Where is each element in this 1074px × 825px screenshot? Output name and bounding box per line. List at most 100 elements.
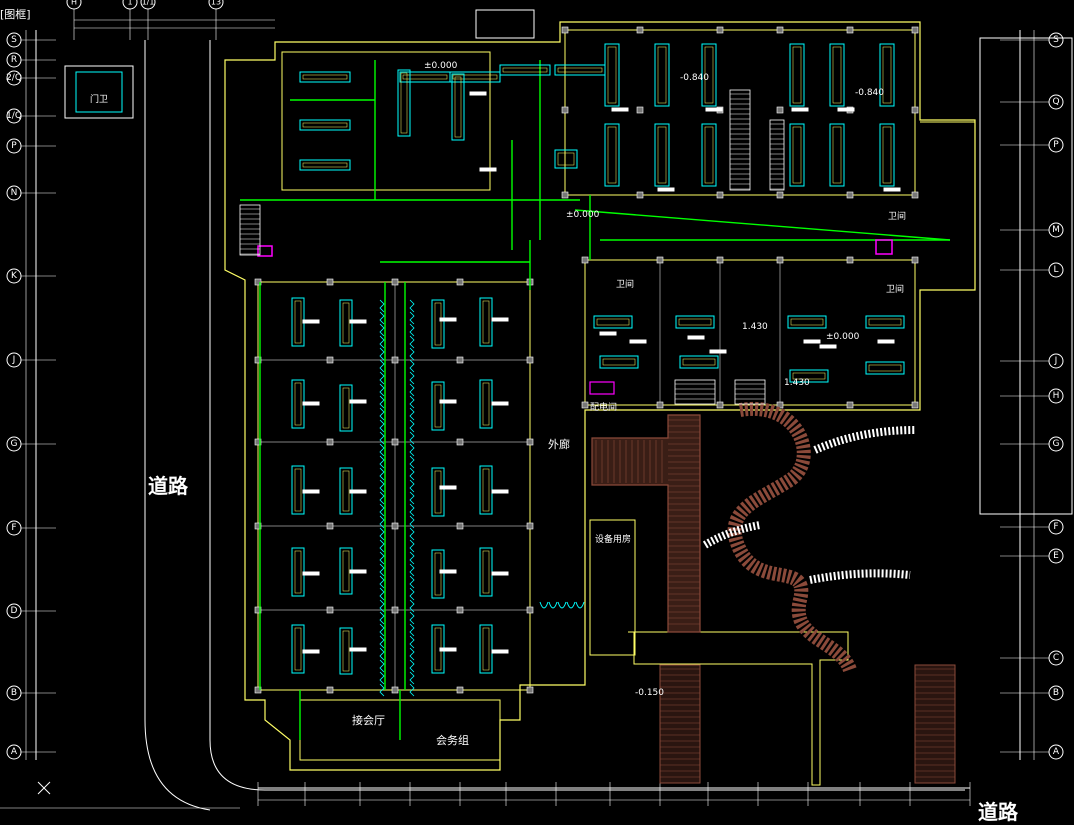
structural-column xyxy=(716,256,724,264)
fan-coil-unit xyxy=(291,297,305,347)
fan-coil-unit xyxy=(431,467,445,517)
structural-column xyxy=(456,686,464,694)
structural-column xyxy=(526,356,534,364)
pergola-bench xyxy=(659,664,701,784)
flex-duct xyxy=(379,635,385,649)
toilet-label-3: 卫间 xyxy=(886,285,905,295)
flex-duct xyxy=(379,359,385,373)
fan-coil-inner xyxy=(342,630,350,672)
structural-column xyxy=(326,356,334,364)
elevation-5: 1.430 xyxy=(742,322,768,332)
gatehouse-outline xyxy=(64,65,134,119)
fan-coil-inner xyxy=(557,67,603,73)
equipment-tag xyxy=(491,571,509,576)
fan-coil-unit xyxy=(479,379,493,429)
flex-duct xyxy=(379,575,385,589)
structural-column xyxy=(716,191,724,199)
fan-coil-unit xyxy=(479,547,493,597)
structural-column xyxy=(776,401,784,409)
structural-column xyxy=(254,686,262,694)
flex-duct xyxy=(379,371,385,385)
flex-duct xyxy=(409,335,415,349)
grid-bubble-right-label: L xyxy=(1053,265,1058,275)
flex-duct xyxy=(409,623,415,637)
elevation-6: ±0.000 xyxy=(826,332,860,342)
structural-column xyxy=(326,438,334,446)
east-stair-wall xyxy=(920,121,976,291)
structural-column xyxy=(776,106,784,114)
equipment-tag xyxy=(349,569,367,574)
flex-duct xyxy=(379,563,385,577)
equipment-tag xyxy=(302,401,320,406)
fan-coil-unit xyxy=(654,123,670,187)
equipment-tag xyxy=(491,401,509,406)
grid-bubble-top-label: 1 xyxy=(127,0,132,7)
flex-duct xyxy=(379,299,385,313)
flex-duct xyxy=(379,671,385,685)
right-frame xyxy=(979,37,1073,515)
equipment-tag xyxy=(877,339,895,344)
grid-bubble-left-label: R xyxy=(11,55,17,65)
equipment-tag xyxy=(349,399,367,404)
fan-coil-inner xyxy=(792,126,802,184)
diffuser-symbol xyxy=(557,601,567,609)
grid-bubble-left-label: G xyxy=(11,439,18,449)
structural-column xyxy=(776,256,784,264)
fan-coil-unit xyxy=(604,43,620,107)
flex-duct xyxy=(409,299,415,313)
fan-coil-unit xyxy=(679,355,719,369)
flex-duct xyxy=(409,635,415,649)
fan-coil-inner xyxy=(342,387,350,429)
grid-bubble-right-label: F xyxy=(1053,522,1058,532)
flex-duct xyxy=(379,323,385,337)
grid-bubble-top-label: H xyxy=(71,0,77,7)
stair-outline xyxy=(674,379,716,405)
grid-bubble-right-label: E xyxy=(1053,551,1059,561)
fan-coil-unit xyxy=(299,119,351,131)
flex-duct xyxy=(379,587,385,601)
stair-outline xyxy=(239,204,261,256)
flex-duct xyxy=(409,587,415,601)
hvac-units xyxy=(291,43,905,675)
fan-coil-inner xyxy=(607,46,617,104)
elevation-4: ±0.000 xyxy=(566,210,600,220)
elevation-2: -0.840 xyxy=(680,73,710,83)
structural-column xyxy=(911,191,919,199)
distribution-room-label: 配电间 xyxy=(590,403,618,413)
equipment-tag xyxy=(629,339,647,344)
flex-duct xyxy=(409,515,415,529)
flex-duct xyxy=(409,659,415,673)
fan-coil-unit xyxy=(879,43,895,107)
equipment-tag xyxy=(883,187,901,192)
fan-coil-inner xyxy=(294,627,302,671)
structural-column xyxy=(526,522,534,530)
dimension-lines xyxy=(0,781,971,809)
flex-duct xyxy=(379,539,385,553)
grid-bubble-top-label: 13 xyxy=(211,0,221,7)
equipment-tag xyxy=(709,349,727,354)
equipment-tag xyxy=(469,91,487,96)
fan-coil-unit xyxy=(654,43,670,107)
elevation-3: -0.840 xyxy=(855,88,885,98)
fan-coil-unit xyxy=(865,361,905,375)
fan-coil-inner xyxy=(452,74,498,80)
flex-duct xyxy=(379,443,385,457)
fan-coil-unit xyxy=(291,547,305,597)
fan-coil-unit xyxy=(299,71,351,83)
flex-duct xyxy=(409,503,415,517)
road-label-bottom: 道路 xyxy=(978,800,1018,824)
accent-mark xyxy=(257,245,273,257)
fan-coil-inner xyxy=(482,627,490,671)
reception-hall-label: 接会厅 xyxy=(352,714,385,727)
structural-column xyxy=(636,26,644,34)
structural-column xyxy=(911,106,919,114)
fan-coil-unit xyxy=(499,64,551,76)
fan-coil-unit xyxy=(789,123,805,187)
east-wing-wall xyxy=(584,259,916,406)
fan-coil-inner xyxy=(602,358,636,366)
fan-coil-inner xyxy=(868,318,902,326)
grid-bubble-left-label: 1/Q xyxy=(6,111,22,121)
flex-duct xyxy=(379,395,385,409)
fan-coil-unit xyxy=(431,381,445,431)
